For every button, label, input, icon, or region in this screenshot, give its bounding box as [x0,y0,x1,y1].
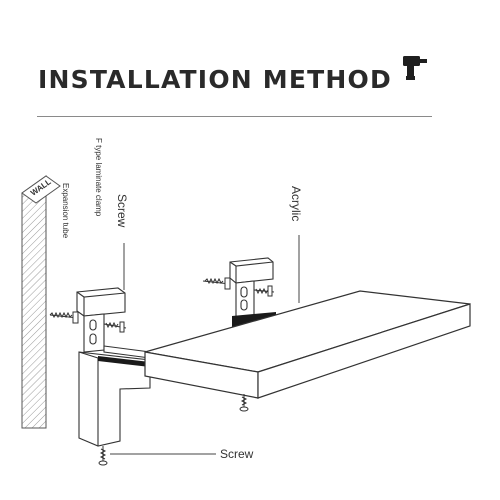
right-bottom-screw [239,394,249,412]
left-clamp [76,287,151,447]
wall: WALL [21,175,61,429]
acrylic-shelf [144,290,471,399]
drill-icon [403,56,427,80]
left-bottom-screw [98,446,108,466]
f-type-clamp-label: F type laminate clamp [94,138,103,217]
title-divider [37,116,432,117]
screw-top-label: Screw [115,194,129,228]
left-small-screw [103,321,127,333]
page-title: INSTALLATION METHOD [38,65,392,94]
screw-bottom-label: Screw [220,447,254,461]
acrylic-label: Acrylic [289,186,303,221]
right-wall-screw [202,277,231,290]
expansion-tube-label: Expansion tube [61,183,70,239]
left-wall-screw [49,311,79,324]
right-small-screw [253,285,275,297]
